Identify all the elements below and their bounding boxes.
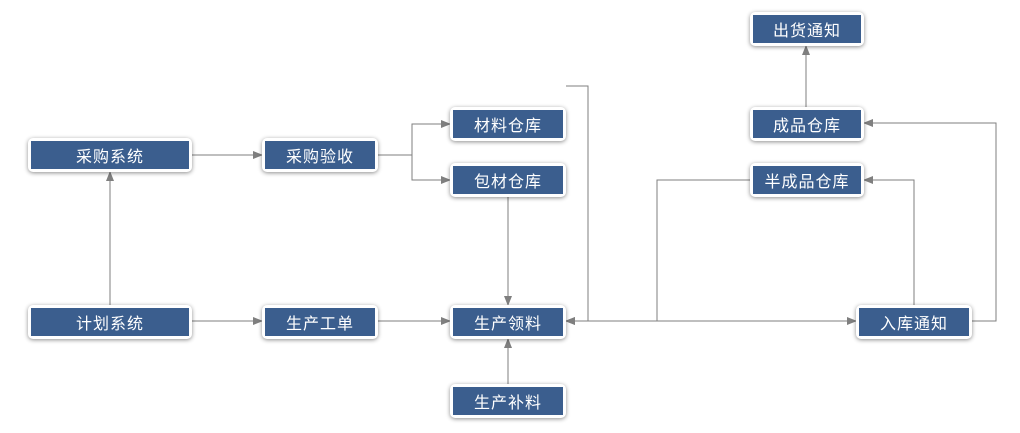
node-label: 成品仓库 bbox=[753, 110, 861, 138]
node-jihua-xitong: 计划系统 bbox=[28, 305, 192, 339]
node-label: 包材仓库 bbox=[453, 166, 563, 194]
node-shengchan-lingliao: 生产领料 bbox=[450, 305, 566, 339]
node-label: 半成品仓库 bbox=[753, 166, 861, 194]
node-cailiao-cangku: 材料仓库 bbox=[450, 107, 566, 141]
edge-banchengpin-cangku-to-shengchan-lingliao bbox=[565, 179, 750, 325]
node-label: 生产补料 bbox=[453, 387, 563, 415]
node-baocai-cangku: 包材仓库 bbox=[450, 163, 566, 197]
node-label: 采购系统 bbox=[31, 141, 189, 169]
node-shengchan-buliao: 生产补料 bbox=[450, 384, 566, 418]
node-label: 采购验收 bbox=[265, 141, 375, 169]
edge-ruku-tongzhi-to-chengpin-cangku bbox=[863, 119, 997, 322]
edge-caigou-yanshou-to-baocai-cangku bbox=[378, 154, 451, 184]
node-label: 生产领料 bbox=[453, 308, 563, 336]
node-label: 入库通知 bbox=[859, 308, 969, 336]
node-caigou-yanshou: 采购验收 bbox=[262, 138, 378, 172]
edge-ruku-tongzhi-to-banchengpin-cangku bbox=[863, 176, 915, 305]
node-ruku-tongzhi: 入库通知 bbox=[856, 305, 972, 339]
node-shengchan-gongdan: 生产工单 bbox=[262, 305, 378, 339]
node-caigou-xitong: 采购系统 bbox=[28, 138, 192, 172]
node-chuhuo-tongzhi: 出货通知 bbox=[750, 12, 864, 46]
edge-cailiao-cangku-to-shengchan-lingliao bbox=[565, 85, 589, 325]
edge-caigou-yanshou-to-cailiao-cangku bbox=[378, 120, 451, 156]
node-label: 计划系统 bbox=[31, 308, 189, 336]
node-label: 生产工单 bbox=[265, 308, 375, 336]
node-label: 材料仓库 bbox=[453, 110, 563, 138]
node-banchengpin-cangku: 半成品仓库 bbox=[750, 163, 864, 197]
node-chengpin-cangku: 成品仓库 bbox=[750, 107, 864, 141]
node-label: 出货通知 bbox=[753, 15, 861, 43]
